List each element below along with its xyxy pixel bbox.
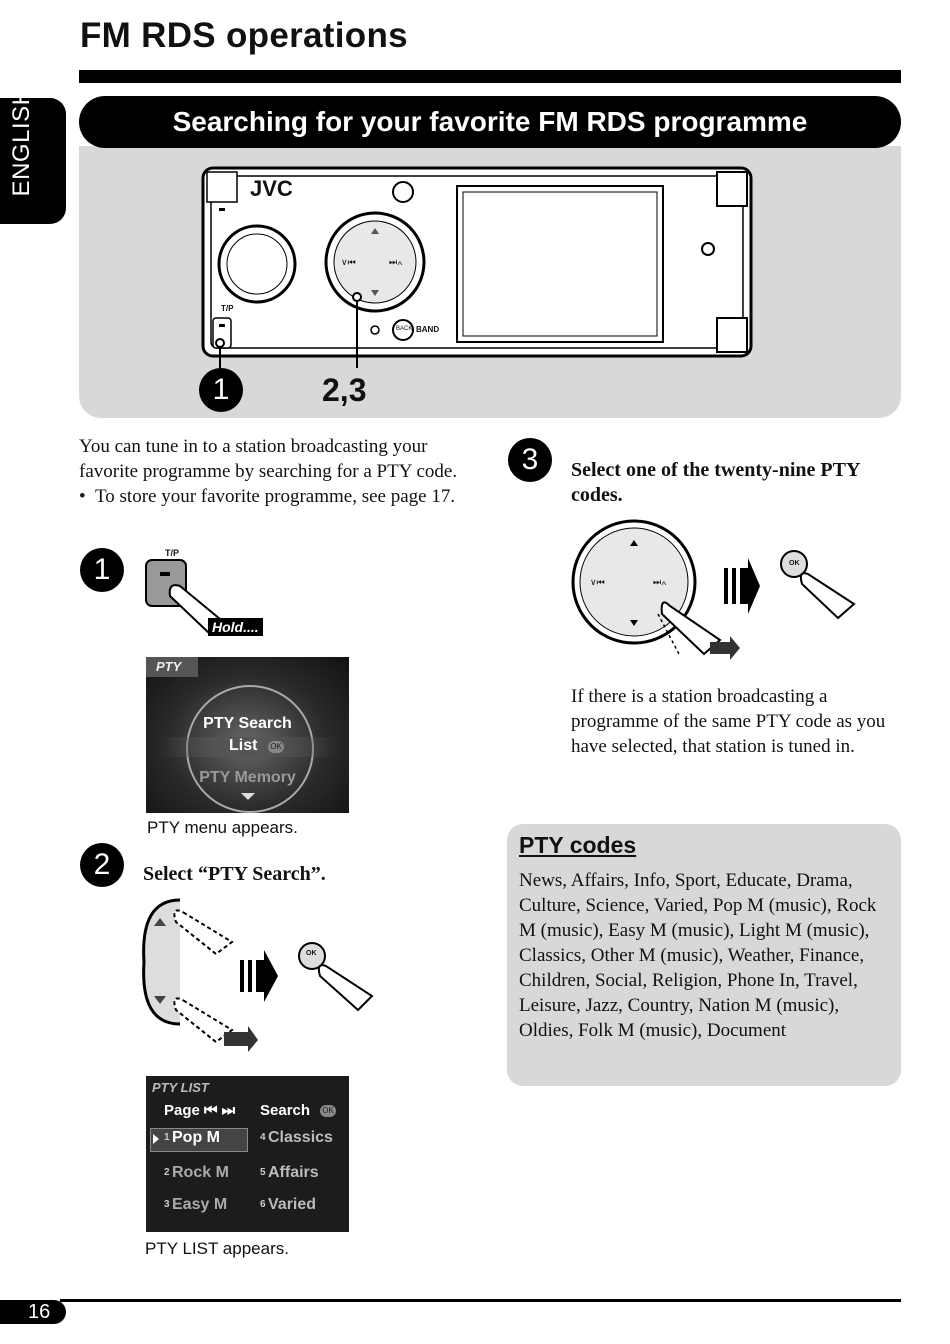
language-tab	[0, 98, 66, 224]
callout-step-1: 1	[199, 368, 243, 412]
callout-steps-2-3: 2,3	[322, 372, 367, 408]
device-prev-label: ∨⏮	[341, 257, 356, 267]
pty-codes-box	[507, 824, 901, 1086]
step-1-caption: PTY menu appears.	[147, 818, 298, 837]
pty-list-item[interactable]: Affairs	[268, 1164, 319, 1181]
intro-bullet-mark: •	[79, 486, 86, 507]
pty-item-number: 4	[260, 1132, 266, 1143]
pty-item-number: 3	[164, 1199, 170, 1210]
device-next-label: ⏭∧	[389, 257, 403, 267]
pty-list-item[interactable]: Varied	[268, 1196, 317, 1213]
page-number: 16	[0, 1300, 66, 1324]
language-tab-label: ENGLISH	[8, 87, 35, 197]
pty-item-number: 1	[164, 1132, 170, 1143]
title-rule	[79, 70, 901, 83]
pty-list-item[interactable]: Easy M	[172, 1196, 228, 1213]
brand-logo: JVC	[250, 176, 293, 201]
hold-label: Hold....	[208, 618, 263, 636]
page-title: FM RDS operations	[80, 16, 408, 55]
pty-codes-title: PTY codes	[519, 832, 637, 858]
pty-codes-list: News, Affairs, Info, Sport, Educate, Dra…	[519, 870, 877, 1041]
dial-next-label: ⏭∧	[653, 577, 667, 587]
pty-screen-header: PTY	[146, 657, 198, 677]
step-2-instruction: Select “PTY Search”.	[143, 863, 326, 885]
pty-list-screen: PTY LIST Page ⏮ ⏭ Search OK 1 Pop M 4 Cl…	[146, 1076, 349, 1232]
dial-and-ok-press-illustration	[142, 898, 374, 1052]
step-2-caption: PTY LIST appears.	[145, 1239, 289, 1258]
pty-list-item: List	[229, 737, 258, 754]
device-band-label: BAND	[416, 325, 440, 334]
pty-list-item[interactable]: Pop M	[172, 1129, 220, 1146]
ok-button-label: OK	[789, 560, 800, 567]
intro-bullet-text: To store your favorite programme, see pa…	[95, 486, 456, 507]
step-3-instruction: Select one of the twenty-nine PTY codes.	[571, 459, 860, 506]
page-control-label: Page ⏮ ⏭	[164, 1102, 236, 1119]
ok-button-label: OK	[306, 950, 317, 957]
footer-rule	[60, 1299, 901, 1302]
section-title: Searching for your favorite FM RDS progr…	[79, 96, 901, 148]
ok-badge: OK	[268, 741, 284, 753]
dial-rotate-and-ok-illustration	[571, 519, 856, 660]
device-illustration	[201, 166, 753, 368]
scroll-down-icon	[241, 793, 255, 800]
pty-item-number: 5	[260, 1167, 266, 1178]
intro-text: You can tune in to a station broadcastin…	[79, 436, 458, 482]
device-back-label: BACK	[396, 326, 413, 332]
ok-badge: OK	[320, 1105, 336, 1117]
pty-search-item: PTY Search	[203, 715, 292, 732]
dial-prev-label: ∨⏮	[590, 577, 605, 587]
selection-arrow-icon	[153, 1134, 159, 1144]
device-tp-label: T/P	[221, 304, 234, 313]
pty-highlight-bar	[156, 737, 339, 757]
step-3-number: 3	[508, 438, 552, 482]
step-1-number: 1	[80, 548, 124, 592]
pty-menu-screen: PTY PTY Search List OK PTY Memory	[146, 657, 349, 813]
pty-item-number: 2	[164, 1167, 170, 1178]
search-control-label: Search	[260, 1102, 311, 1119]
pty-list-header: PTY LIST	[152, 1080, 209, 1095]
step-1-tp-label: T/P	[165, 548, 180, 558]
selected-row-highlight	[150, 1128, 248, 1152]
pty-item-number: 6	[260, 1199, 266, 1210]
pty-list-item[interactable]: Classics	[268, 1129, 333, 1146]
step-3-result: If there is a station broadcasting a pro…	[571, 686, 886, 757]
pty-list-item[interactable]: Rock M	[172, 1164, 229, 1181]
pty-memory-item: PTY Memory	[199, 769, 296, 786]
step-2-number: 2	[80, 843, 124, 887]
